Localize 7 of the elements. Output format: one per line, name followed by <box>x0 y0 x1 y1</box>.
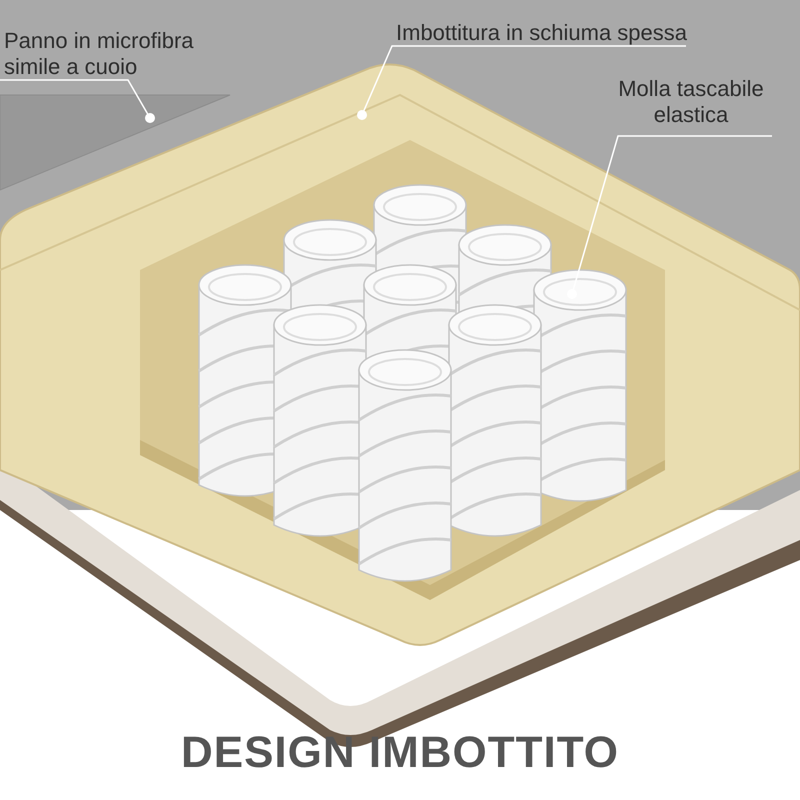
title: DESIGN IMBOTTITO <box>180 728 620 778</box>
fabric-cover-drawing <box>0 94 230 191</box>
callout-label: Molla tascabile elastica <box>606 76 776 128</box>
leader-line <box>0 79 155 123</box>
leader-line <box>357 45 686 120</box>
callout-label: Panno in microfibra simile a cuoio <box>4 28 204 80</box>
callout-label: Imbottitura in schiuma spessa <box>396 20 696 46</box>
